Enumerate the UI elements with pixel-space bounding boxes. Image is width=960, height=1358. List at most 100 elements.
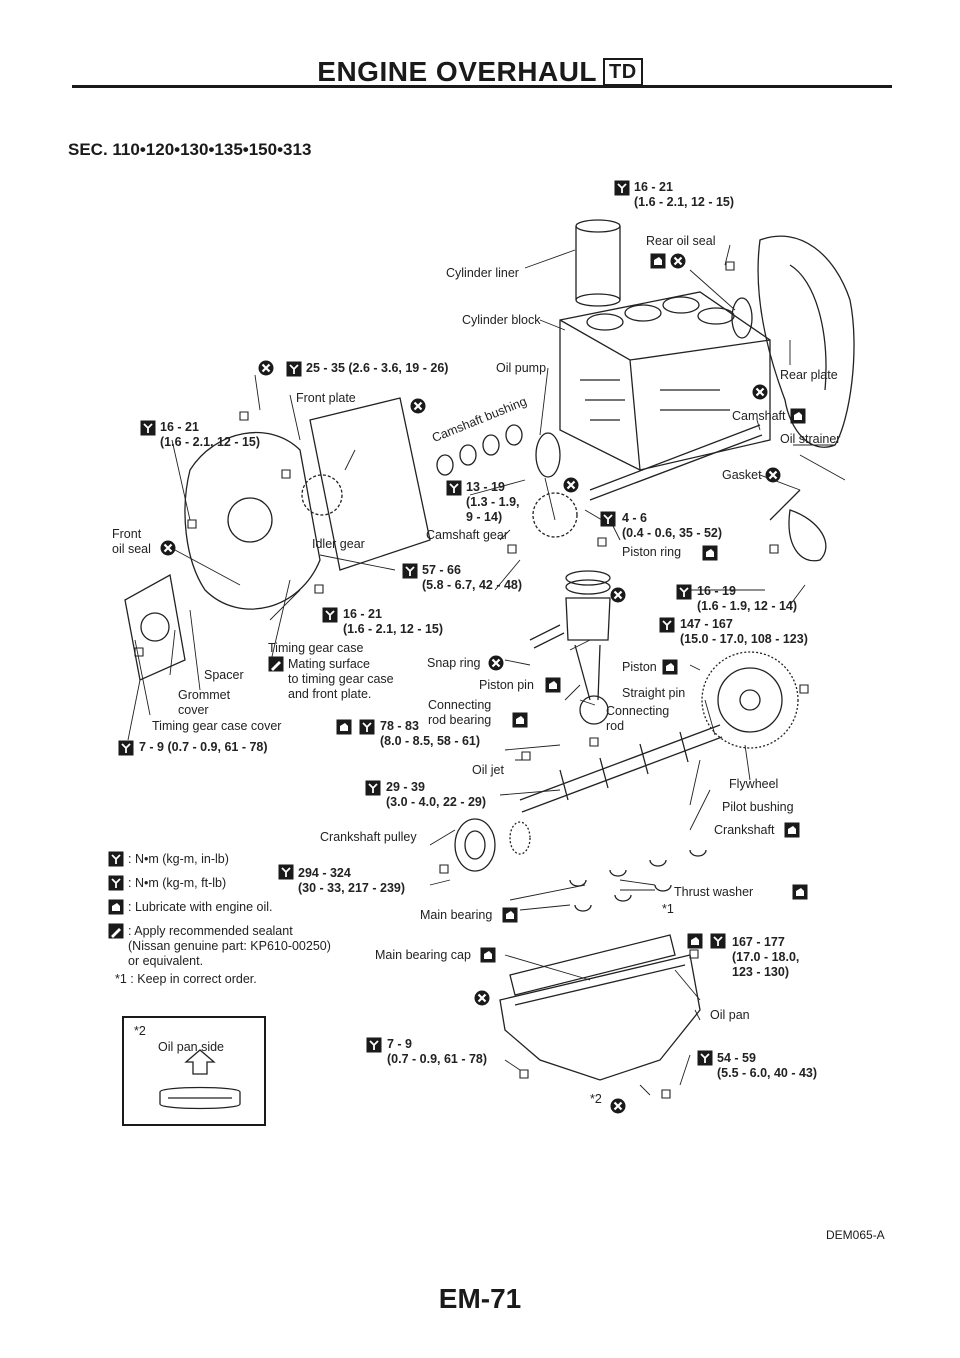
legend-sealant: : Apply recommended sealant (Nissan genu… bbox=[128, 924, 331, 968]
label-piston-pin: Piston pin bbox=[479, 678, 534, 692]
torque-oil-pan-drain-plug: 54 - 59 (5.5 - 6.0, 40 - 43) bbox=[717, 1051, 818, 1080]
inset-oil-pan-side: *2 Oil pan side bbox=[122, 1016, 266, 1126]
label-connecting-rod-bearing: Connecting rod bearing bbox=[428, 698, 492, 727]
label-camshaft-gear: Camshaft gear bbox=[426, 528, 508, 542]
torque-wrench-icon bbox=[140, 420, 156, 436]
piston-shape bbox=[565, 597, 611, 641]
flywheel-shape bbox=[701, 651, 799, 749]
header-title: ENGINE OVERHAUL bbox=[317, 56, 598, 87]
torque-wrench-icon bbox=[676, 584, 692, 600]
torque-idler-gear-bolt: 16 - 21 (1.6 - 2.1, 12 - 15) bbox=[343, 607, 444, 636]
torque-wrench-icon bbox=[322, 607, 338, 623]
lubricate-oil-icon bbox=[792, 884, 808, 900]
legend-nm-ft-lb: : N•m (kg-m, ft-lb) bbox=[128, 876, 227, 890]
torque-oil-pump-bolt: 13 - 19 (1.3 - 1.9, 9 - 14) bbox=[466, 480, 520, 524]
lubricate-oil-icon bbox=[784, 822, 800, 838]
label-timing-gear-case: Timing gear case bbox=[268, 641, 364, 655]
lubricate-oil-icon bbox=[480, 947, 496, 963]
label-camshaft: Camshaft bbox=[732, 409, 786, 423]
timing-gear-case-shape bbox=[184, 431, 321, 610]
torque-camshaft-gear-bolt: 57 - 66 (5.8 - 6.7, 42 - 48) bbox=[422, 563, 523, 592]
label-rear-plate: Rear plate bbox=[780, 368, 838, 382]
label-oil-pan: Oil pan bbox=[710, 1008, 750, 1022]
replace-part-icon bbox=[410, 398, 426, 414]
cylinder-liner-shape bbox=[575, 219, 621, 307]
torque-front-bolt: 16 - 21 (1.6 - 2.1, 12 - 15) bbox=[160, 420, 261, 449]
torque-wrench-inlb-icon bbox=[118, 740, 134, 756]
sealant-icon bbox=[268, 656, 284, 672]
lubricate-oil-icon bbox=[702, 545, 718, 561]
connecting-rod-shape bbox=[574, 644, 601, 701]
label-crankshaft-pulley: Crankshaft pulley bbox=[320, 830, 417, 844]
legend-nm-in-lb: : N•m (kg-m, in-lb) bbox=[128, 852, 229, 866]
replace-part-icon bbox=[752, 384, 768, 400]
label-rear-oil-seal: Rear oil seal bbox=[646, 234, 716, 248]
label-front-plate: Front plate bbox=[296, 391, 356, 405]
torque-wrench-icon bbox=[286, 361, 302, 377]
label-flywheel: Flywheel bbox=[729, 777, 779, 791]
torque-connecting-rod-nut: 78 - 83 (8.0 - 8.5, 58 - 61) bbox=[380, 719, 481, 748]
lubricate-oil-icon bbox=[502, 907, 518, 923]
label-front-oil-seal: Front oil seal bbox=[112, 527, 151, 556]
legend-lubricate: : Lubricate with engine oil. bbox=[128, 900, 273, 914]
label-cylinder-liner: Cylinder liner bbox=[446, 266, 519, 280]
torque-wrench-icon bbox=[697, 1050, 713, 1066]
torque-wrench-icon bbox=[359, 719, 375, 735]
legend-keep-order: *1 : Keep in correct order. bbox=[115, 972, 257, 986]
torque-oil-pan-bolt: 7 - 9 (0.7 - 0.9, 61 - 78) bbox=[387, 1037, 488, 1066]
torque-wrench-icon bbox=[278, 864, 294, 880]
replace-part-icon bbox=[610, 1098, 626, 1114]
section-codes: SEC. 110•120•130•135•150•313 bbox=[68, 140, 312, 159]
label-piston-ring: Piston ring bbox=[622, 545, 682, 559]
lubricate-oil-icon bbox=[650, 253, 666, 269]
torque-oil-jet-bolt: 29 - 39 (3.0 - 4.0, 22 - 29) bbox=[386, 780, 487, 809]
main-bearing-cap-shape bbox=[509, 934, 676, 996]
torque-wrench-icon bbox=[402, 563, 418, 579]
torque-flywheel-bolt: 147 - 167 (15.0 - 17.0, 108 - 123) bbox=[680, 617, 808, 646]
piston-pin-shape bbox=[529, 624, 565, 649]
torque-wrench-icon bbox=[710, 933, 726, 949]
replace-part-icon bbox=[258, 360, 274, 376]
label-timing-gear-case-cover: Timing gear case cover bbox=[152, 719, 282, 733]
torque-crank-pulley-bolt: 294 - 324 (30 - 33, 217 - 239) bbox=[298, 866, 406, 895]
torque-wrench-icon bbox=[446, 480, 462, 496]
torque-wrench-icon bbox=[659, 617, 675, 633]
replace-part-icon bbox=[563, 477, 579, 493]
replace-part-icon bbox=[765, 467, 781, 483]
label-connecting-rod: Connecting rod bbox=[606, 704, 670, 733]
inset-ref: *2 bbox=[134, 1024, 146, 1038]
sealant-icon bbox=[108, 923, 124, 939]
torque-wrench-icon bbox=[614, 180, 630, 196]
torque-wrench-inlb-icon bbox=[108, 851, 124, 867]
label-gasket: Gasket bbox=[722, 468, 762, 482]
label-spacer: Spacer bbox=[204, 668, 244, 682]
camshaft-gear-shape bbox=[532, 492, 578, 538]
label-oil-pump: Oil pump bbox=[496, 361, 547, 375]
replace-part-icon bbox=[488, 655, 504, 671]
camshaft-shape bbox=[589, 424, 763, 501]
torque-oil-strainer-bolt: 16 - 19 (1.6 - 1.9, 12 - 14) bbox=[697, 584, 798, 613]
torque-wrench-icon bbox=[365, 780, 381, 796]
crankshaft-shape bbox=[519, 724, 723, 813]
label-piston: Piston bbox=[622, 660, 657, 674]
figure-code: DEM065-A bbox=[826, 1228, 885, 1242]
lubricate-oil-icon bbox=[512, 712, 528, 728]
label-cylinder-block: Cylinder block bbox=[462, 313, 541, 327]
label-star1: *1 bbox=[662, 902, 674, 916]
label-oil-strainer: Oil strainer bbox=[780, 432, 841, 446]
inset-caption: Oil pan side bbox=[158, 1040, 225, 1054]
torque-main-bearing-cap-bolt: 167 - 177 (17.0 - 18.0, 123 - 130) bbox=[732, 935, 800, 979]
label-star2: *2 bbox=[590, 1092, 602, 1106]
torque-camshaft-bolt: 4 - 6 (0.4 - 0.6, 35 - 52) bbox=[622, 511, 723, 540]
replace-part-icon bbox=[474, 990, 490, 1006]
label-grommet-cover: Grommet cover bbox=[178, 688, 231, 717]
label-oil-jet: Oil jet bbox=[472, 763, 504, 777]
replace-part-icon bbox=[160, 540, 176, 556]
cylinder-block-shape bbox=[559, 291, 771, 471]
lubricate-oil-icon bbox=[108, 899, 124, 915]
oil-pan-shape bbox=[499, 954, 701, 1081]
page-number: EM-71 bbox=[438, 1283, 522, 1314]
torque-timing-case-bolt: 25 - 35 (2.6 - 3.6, 19 - 26) bbox=[306, 361, 449, 375]
